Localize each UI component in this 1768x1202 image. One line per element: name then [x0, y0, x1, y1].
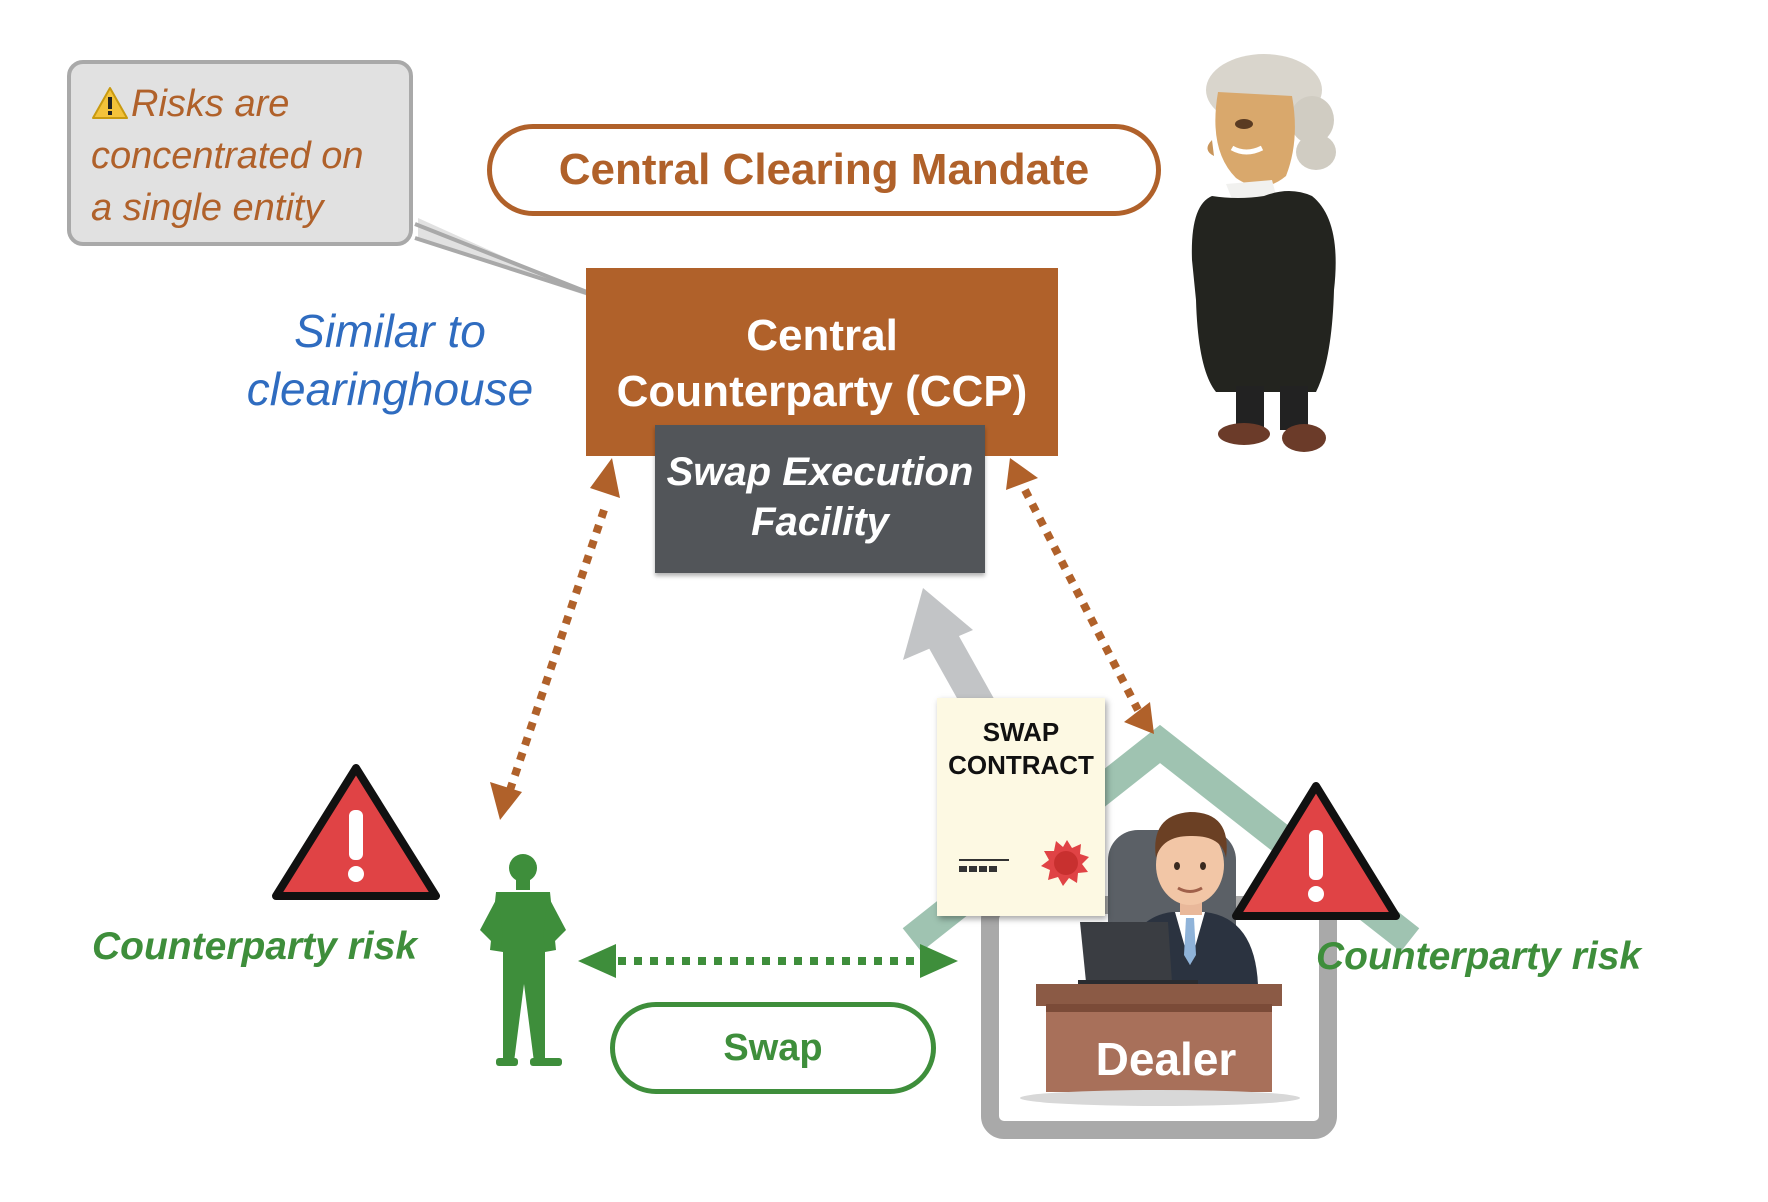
sef-line-1: Swap Execution	[666, 450, 974, 494]
central-clearing-mandate-label: Central Clearing Mandate	[487, 124, 1161, 216]
client-person-icon	[480, 854, 566, 1066]
swap-contract-document: SWAP CONTRACT	[937, 698, 1105, 916]
swap-execution-facility-box: Swap Execution Facility	[655, 425, 985, 573]
warning-icon-right	[1232, 782, 1400, 920]
risk-callout: Risks are concentrated on a single entit…	[67, 60, 413, 246]
similar-line-1: Similar to	[294, 305, 486, 357]
contract-line-1: SWAP	[982, 717, 1060, 747]
contract-seal-icon	[959, 840, 1089, 886]
callout-text: Risks are concentrated on a single entit…	[91, 83, 364, 229]
ccp-to-client-arrow	[490, 458, 620, 820]
similar-to-clearinghouse-note: Similar to clearinghouse	[220, 302, 560, 418]
warning-icon	[91, 82, 129, 119]
ccp-to-dealer-arrow	[1006, 458, 1154, 734]
desk	[1020, 984, 1300, 1106]
counterparty-risk-label-right: Counterparty risk	[1316, 935, 1642, 978]
callout-pointer	[414, 218, 603, 300]
similar-line-2: clearinghouse	[246, 363, 534, 415]
sef-line-2: Facility	[751, 500, 889, 544]
dealer-label: Dealer	[1095, 1033, 1237, 1085]
judge-icon	[1191, 54, 1336, 452]
ccp-box: Central Counterparty (CCP)	[586, 268, 1058, 456]
swap-label: Swap	[610, 1002, 936, 1094]
ccp-line-1: Central	[746, 311, 898, 360]
swap-arrow	[578, 944, 958, 978]
counterparty-risk-label-left: Counterparty risk	[92, 925, 418, 968]
warning-icon-left	[272, 764, 440, 900]
contract-line-2: CONTRACT	[948, 750, 1094, 780]
ccp-line-2: Counterparty (CCP)	[616, 367, 1028, 416]
